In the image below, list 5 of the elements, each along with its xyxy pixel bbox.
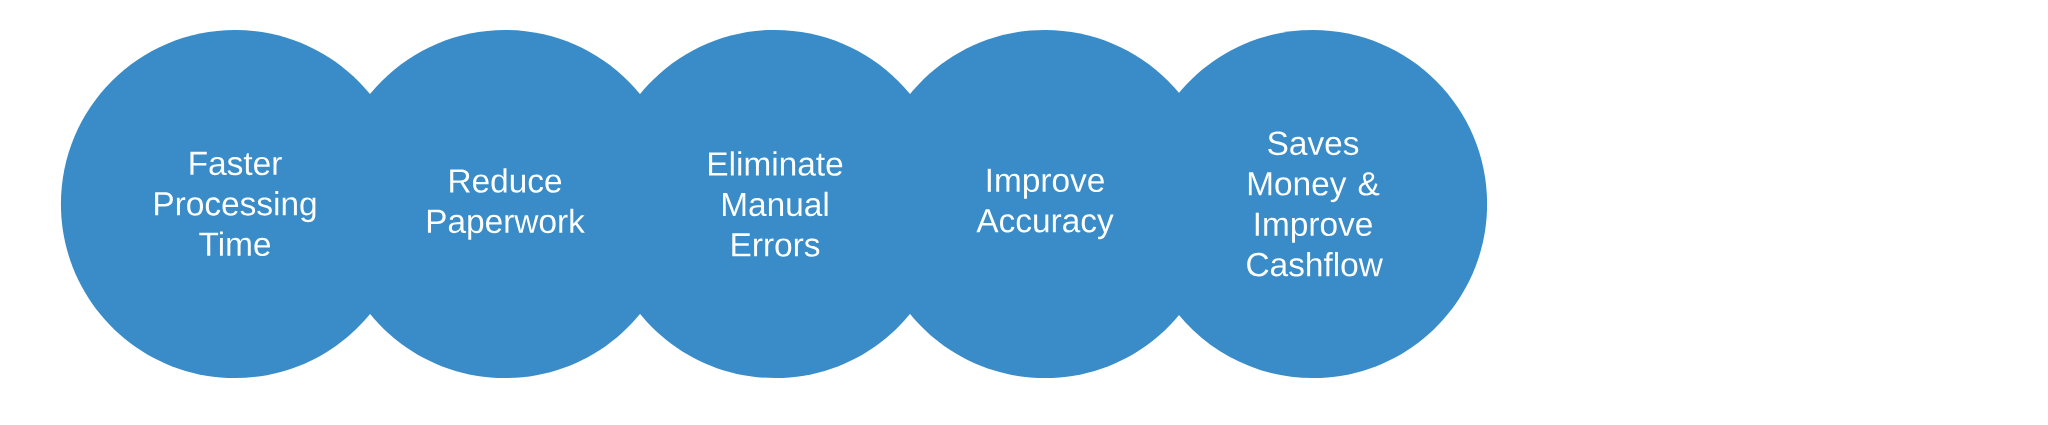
node-label: Faster Processing Time	[155, 151, 316, 257]
node-label: Reduce Paperwork	[427, 168, 585, 240]
node-label: Improve Accuracy	[976, 168, 1114, 240]
node-label: Eliminate Manual Errors	[709, 151, 843, 257]
node-label: Saves Money & Improve Cashflow	[1247, 131, 1383, 277]
